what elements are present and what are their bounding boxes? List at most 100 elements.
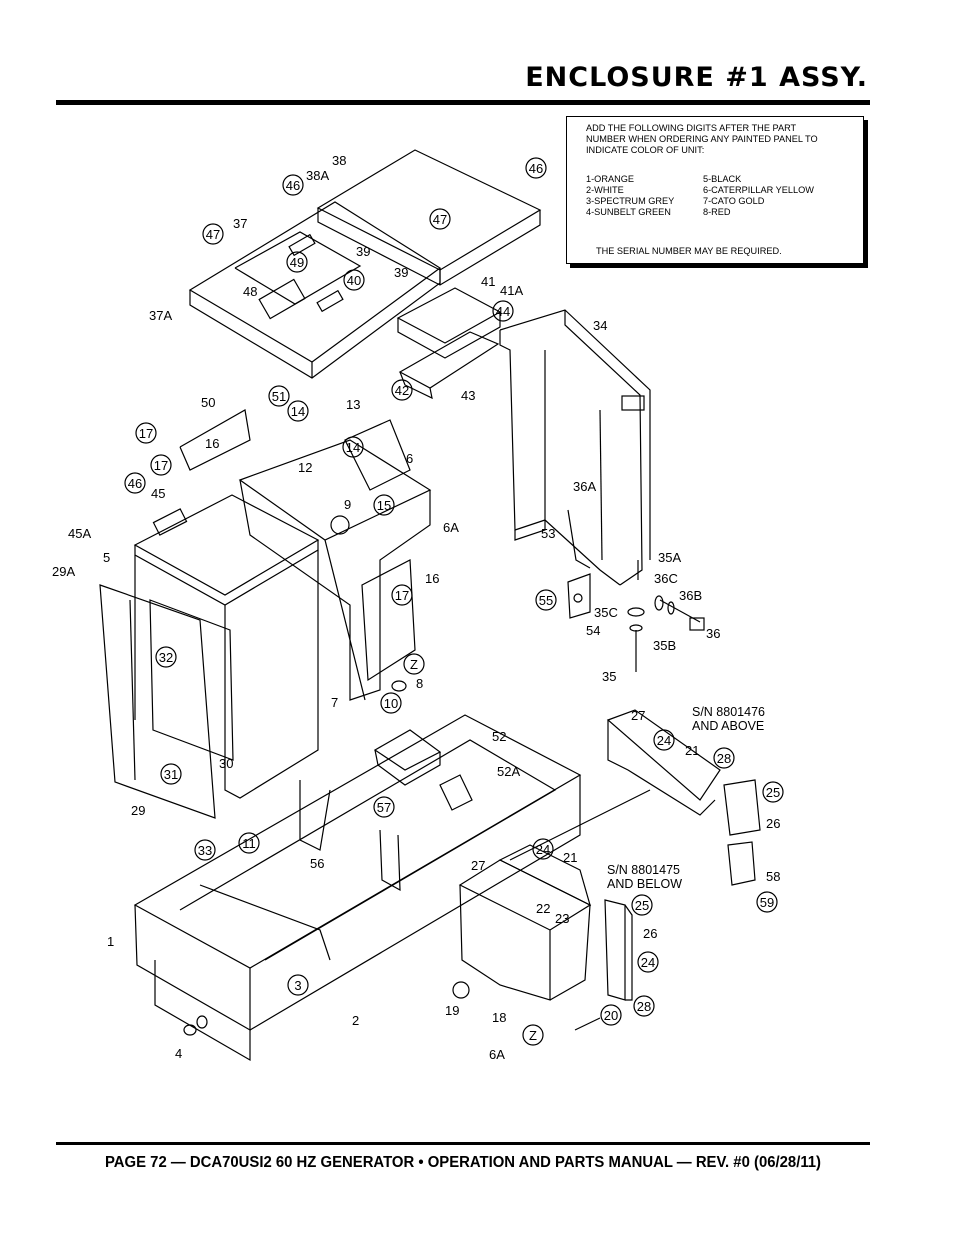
serial-range-line: AND ABOVE (692, 719, 765, 733)
callout-label: 14 (346, 440, 360, 455)
callout-circle: 46 (525, 157, 547, 179)
callout-label: 47 (206, 227, 220, 242)
callout-circle: 40 (343, 269, 365, 291)
callout-label: 16 (425, 571, 439, 586)
callout-circle: 17 (150, 454, 172, 476)
side-panel-frame (238, 439, 432, 541)
callout-label: 26 (766, 816, 780, 831)
upper-cover (316, 149, 542, 271)
callout-circle: 55 (535, 589, 557, 611)
control-box-upper (606, 709, 721, 801)
callout-label: 54 (586, 623, 600, 638)
note-intro-line: INDICATE COLOR OF UNIT: (586, 145, 705, 155)
callout-label: 24 (657, 733, 671, 748)
callout-label: 22 (536, 901, 550, 916)
callout-circle: 25 (762, 781, 784, 803)
callout-label: 40 (347, 273, 361, 288)
callout-circle: 59 (756, 891, 778, 913)
roof-panel (188, 201, 442, 363)
callout-circle: 24 (532, 838, 554, 860)
callout-circle: 11 (238, 832, 260, 854)
color-code-note: ADD THE FOLLOWING DIGITS AFTER THE PART … (566, 116, 864, 264)
callout-label: 11 (242, 836, 256, 851)
callout-label: 15 (377, 498, 391, 513)
color-item: 3-SPECTRUM GREY (586, 196, 675, 206)
callout-label: 6 (406, 451, 413, 466)
callout-label: 8 (416, 676, 423, 691)
lift-frame (499, 309, 651, 560)
callout-label: 34 (593, 318, 607, 333)
callout-circle: 47 (202, 223, 224, 245)
callout-label: 35 (602, 669, 616, 684)
plain-callouts: 38A 38 37 39 39 48 37A 41 41A 34 43 50 1… (52, 153, 780, 1062)
callout-label: 36 (706, 626, 720, 641)
callout-label: Z (529, 1028, 537, 1043)
callout-circle: 17 (135, 422, 157, 444)
callout-label: 44 (496, 304, 510, 319)
callout-circle: 57 (373, 796, 395, 818)
color-item: 4-SUNBELT GREEN (586, 207, 671, 217)
callout-circle: 49 (286, 251, 308, 273)
callout-label: 16 (205, 436, 219, 451)
callout-label: 6A (443, 520, 459, 535)
bottom-rule (56, 1142, 870, 1145)
enclosure-top (133, 494, 320, 596)
circled-callouts: 46 46 47 47 49 40 44 42 51 14 17 17 46 1… (124, 157, 784, 1046)
note-intro-line: NUMBER WHEN ORDERING ANY PAINTED PANEL T… (586, 134, 818, 144)
callout-label: 50 (201, 395, 215, 410)
callout-circle: 15 (373, 494, 395, 516)
callout-label: 17 (139, 426, 153, 441)
callout-circle: 20 (600, 1004, 622, 1026)
callout-circle: 46 (282, 174, 304, 196)
callout-label: 21 (563, 850, 577, 865)
callout-label: 6A (489, 1047, 505, 1062)
color-item: 6-CATERPILLAR YELLOW (703, 185, 814, 195)
callout-label: 21 (685, 743, 699, 758)
callout-circle: 28 (713, 747, 735, 769)
callout-label: 1 (107, 934, 114, 949)
callout-circle: 51 (268, 385, 290, 407)
serial-range-line: S/N 8801475 (607, 863, 680, 877)
callout-circle: 24 (637, 951, 659, 973)
callout-label: 5 (103, 550, 110, 565)
serial-range-line: AND BELOW (607, 877, 683, 891)
callout-circle: Z (522, 1024, 544, 1046)
callout-circle: 47 (429, 208, 451, 230)
callout-circle: Z (403, 653, 425, 675)
callout-label: 41A (500, 283, 523, 298)
callout-label: 32 (159, 650, 173, 665)
top-rule (56, 100, 870, 105)
serial-range-line: S/N 8801476 (692, 705, 765, 719)
callout-circle: 42 (391, 379, 413, 401)
serial-number-note: THE SERIAL NUMBER MAY BE REQUIRED. (596, 246, 782, 256)
serial-range-lower: S/N 8801475 AND BELOW (607, 863, 682, 891)
callout-label: 52A (497, 764, 520, 779)
color-item: 1-ORANGE (586, 174, 634, 184)
callout-label: 29A (52, 564, 75, 579)
color-list-right: 5-BLACK 6-CATERPILLAR YELLOW 7-CATO GOLD… (703, 174, 814, 218)
callout-label: 31 (164, 767, 178, 782)
callout-label: 37 (233, 216, 247, 231)
color-item: 7-CATO GOLD (703, 196, 765, 206)
callout-label: 52 (492, 729, 506, 744)
callout-label: 27 (631, 708, 645, 723)
page-title: ENCLOSURE #1 ASSY. (525, 62, 868, 93)
callout-label: 45 (151, 486, 165, 501)
callout-label: 24 (536, 842, 550, 857)
callout-circle: 14 (287, 400, 309, 422)
note-intro-line: ADD THE FOLLOWING DIGITS AFTER THE PART (586, 123, 797, 133)
callout-label: 35B (653, 638, 676, 653)
callout-label: 2 (352, 1013, 359, 1028)
color-item: 5-BLACK (703, 174, 742, 184)
base-frame (133, 714, 582, 969)
callout-label: 46 (529, 161, 543, 176)
callout-label: 10 (384, 696, 398, 711)
callout-label: 39 (394, 265, 408, 280)
callout-label: 17 (395, 588, 409, 603)
callout-circle: 32 (155, 646, 177, 668)
callout-label: 3 (294, 978, 301, 993)
callout-label: 38A (306, 168, 329, 183)
callout-label: 55 (539, 593, 553, 608)
callout-label: 45A (68, 526, 91, 541)
